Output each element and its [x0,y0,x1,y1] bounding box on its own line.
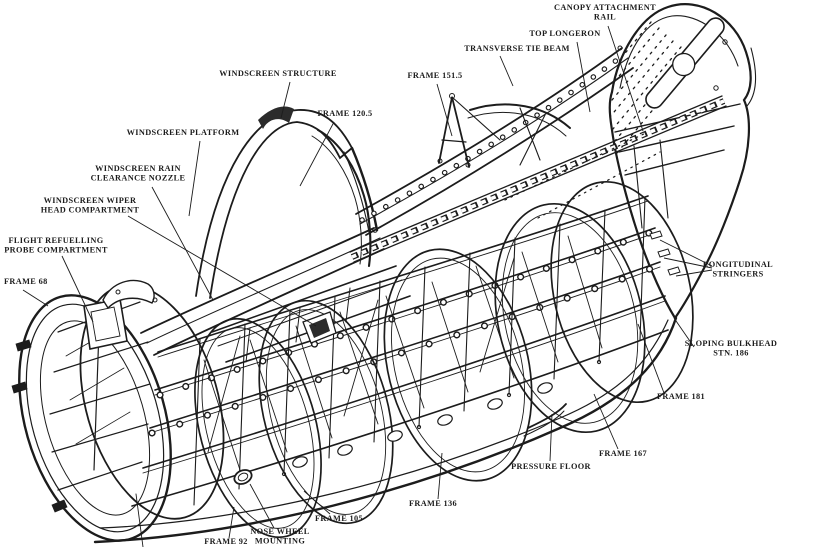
callout-frame-167: FRAME 167 [593,393,647,458]
callout-windscreen-structure: WINDSCREEN STRUCTURE [219,69,337,119]
leader-line [280,81,291,119]
lightening-holes [292,382,553,468]
line-art [11,3,756,547]
sloping-bulkhead-shape [608,3,756,321]
bulkhead-slot [645,17,725,109]
a-frame-tie-beam [437,93,571,168]
callout-label: HEAD COMPARTMENT [41,206,140,215]
callout-label: FRAME 105 [315,514,363,523]
callout-label: RAIL [594,13,616,22]
callout-label: MOUNTING [255,537,305,546]
leader-line [436,83,453,137]
callout-label: LONGITUDINAL [703,260,773,269]
callout-label: FRAME 167 [599,449,647,458]
leader-line [303,490,331,515]
leader-line [22,289,49,307]
callout-label: WINDSCREEN RAIN [95,164,181,173]
leader-line [593,393,619,450]
nose-wheel-mounting-boss [233,469,253,485]
callout-label: FRAME 92 [204,537,248,546]
leader-line [659,239,713,267]
leader-line [637,323,665,394]
leader-line [673,317,695,348]
keel-lines [93,316,678,544]
leader-line [663,257,713,269]
stringers [131,195,669,507]
callout-frame-105: FRAME 105 [303,490,363,523]
callout-label: FRAME 151.5 [407,71,462,80]
callout-label: FLIGHT REFUELLING [8,236,103,245]
leader-line [437,452,443,500]
leader-line [249,483,275,529]
callout-label: WINDSCREEN STRUCTURE [219,69,337,78]
leader-line [228,506,235,539]
leader-line [675,269,713,277]
callout-frame-181: FRAME 181 [637,323,705,401]
callout-label: FRAME 136 [409,499,457,508]
callout-frame-68: FRAME 68 [4,277,49,307]
leader-line [188,140,201,217]
callout-label: STRINGERS [712,270,763,279]
pressure-floor-edge [527,403,567,429]
callout-label: TRANSVERSE TIE BEAM [464,44,570,53]
frame-68-ring [11,284,225,542]
callout-label: TOP LONGERON [529,29,600,38]
stringer-end-sections [649,230,681,276]
leader-line [549,413,553,462]
top-longeron-beam [349,95,727,263]
fasteners [115,45,623,477]
callout-label: PRESSURE FLOOR [511,462,591,471]
callout-frame-92: FRAME 92 [204,506,248,546]
leader-line [127,215,317,327]
leader-line [576,41,591,113]
windscreen-arch [195,106,379,344]
leader-line [607,25,644,132]
cropped-leader-line [135,493,144,547]
callout-label: SLOPING BULKHEAD [685,339,778,348]
callout-windscreen-platform: WINDSCREEN PLATFORM [127,128,240,217]
callout-label: FRAME 120.5 [317,109,372,118]
callout-top-longeron: TOP LONGERON [529,29,600,113]
callout-frame-151-5: FRAME 151.5 [407,71,462,137]
callout-label: STN. 186 [713,349,749,358]
leader-line [299,121,335,187]
callout-label: FRAME 68 [4,277,48,286]
callout-pressure-floor: PRESSURE FLOOR [511,413,591,471]
nose-structure [49,279,155,491]
callout-label: PROBE COMPARTMENT [4,246,108,255]
callout-label: WINDSCREEN PLATFORM [127,128,240,137]
callout-label: NOSE WHEEL [250,527,309,536]
pressure-floor-edge-inner [523,410,565,437]
canopy-rail [355,47,634,236]
callout-label: WINDSCREEN WIPER [44,196,137,205]
leader-line [151,186,214,301]
callout-label: FRAME 181 [657,392,705,401]
callout-transverse-tie-beam: TRANSVERSE TIE BEAM [464,44,570,87]
callout-frame-120-5: FRAME 120.5 [299,109,372,187]
leader-line [61,255,94,323]
callout-label: CANOPY ATTACHMENT [554,3,656,12]
leader-line [499,55,514,87]
callout-label: CLEARANCE NOZZLE [91,174,186,183]
callout-frame-136: FRAME 136 [409,452,457,508]
